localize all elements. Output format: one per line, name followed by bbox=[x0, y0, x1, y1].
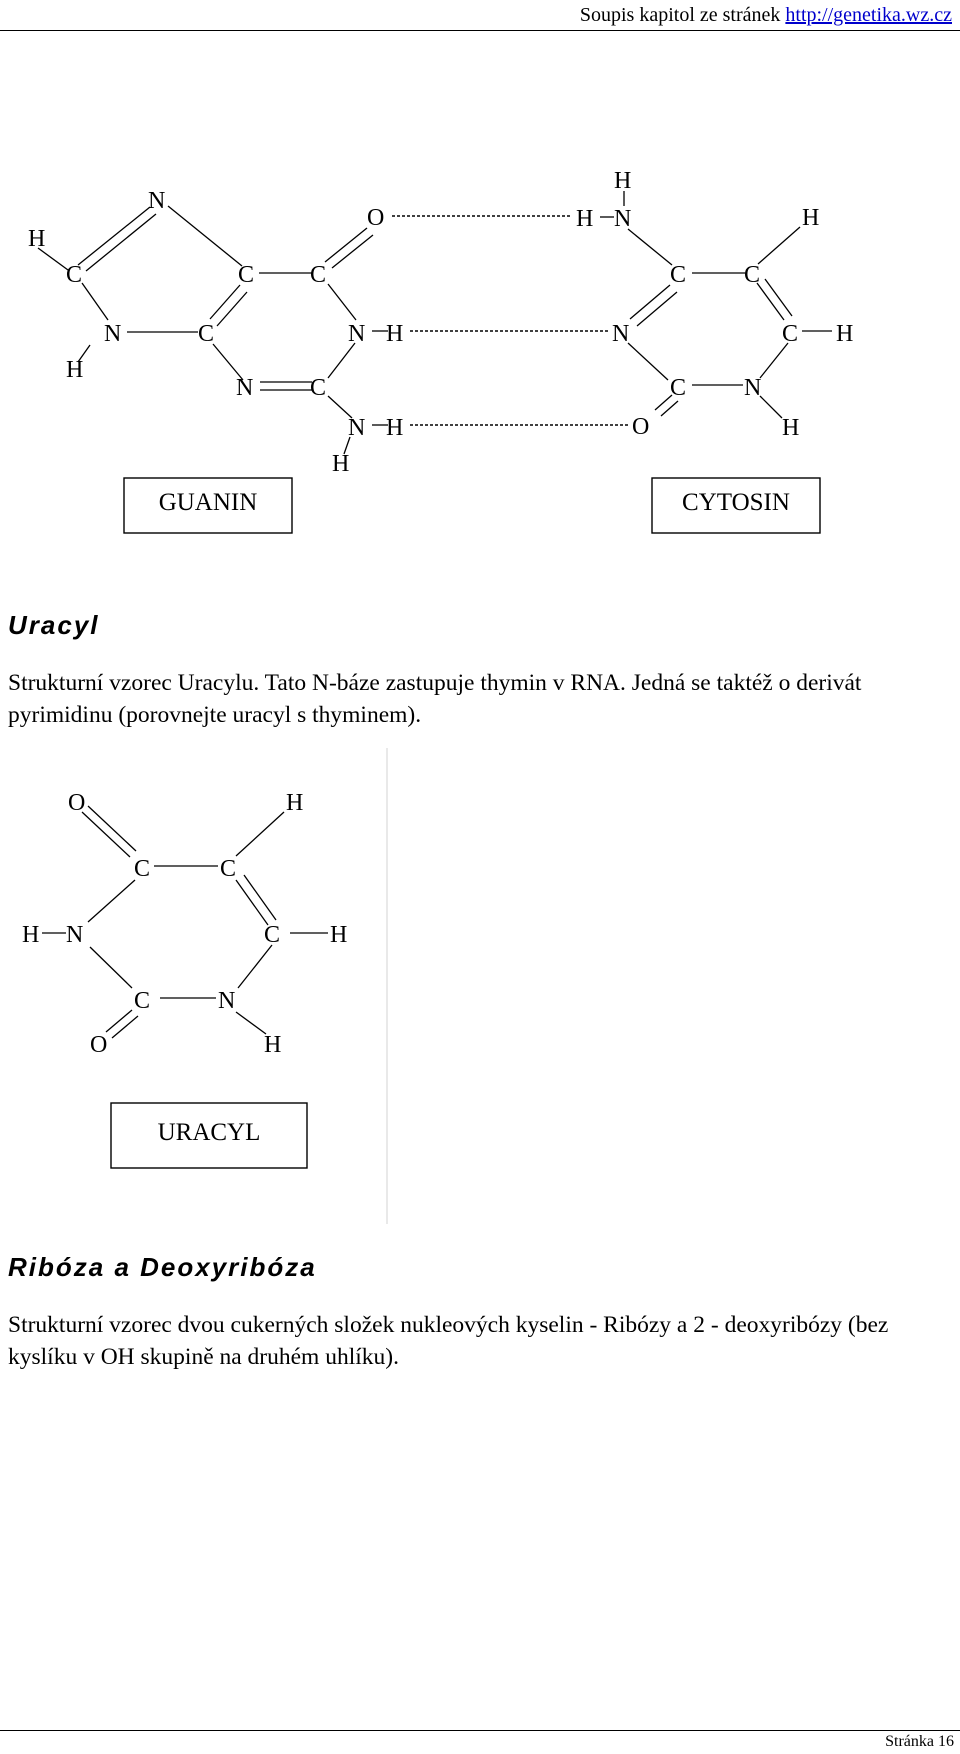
guanine-cytosine-diagram: H C N N H C C C O N H N C N H H H H N H … bbox=[28, 168, 853, 534]
guanin-label-box: GUANIN bbox=[123, 477, 293, 534]
atom-c: C bbox=[134, 856, 150, 882]
uracyl-atom-labels: O H C C H N C H C N O H bbox=[22, 790, 347, 1058]
atom-c: C bbox=[782, 321, 798, 347]
atom-h: H bbox=[782, 415, 799, 441]
atom-n: N bbox=[148, 188, 165, 214]
uracyl-label: URACYL bbox=[158, 1119, 261, 1146]
atom-c: C bbox=[220, 856, 236, 882]
atom-h: H bbox=[386, 321, 403, 347]
uracyl-diagram: O H C C H N C H C N O H URACYL bbox=[22, 748, 388, 1224]
atom-h: H bbox=[614, 168, 631, 194]
atom-h: H bbox=[386, 415, 403, 441]
gc-bonds bbox=[37, 191, 832, 455]
atom-n: N bbox=[66, 922, 83, 948]
page-number: Stránka 16 bbox=[885, 1733, 954, 1750]
atom-h: H bbox=[66, 357, 83, 383]
page-header: Soupis kapitol ze stránek http://genetik… bbox=[580, 4, 952, 27]
guanin-label: GUANIN bbox=[159, 489, 258, 516]
atom-n: N bbox=[218, 988, 235, 1014]
atom-o: O bbox=[68, 790, 85, 816]
atom-h: H bbox=[22, 922, 39, 948]
atom-c: C bbox=[264, 922, 280, 948]
ribose-heading: Ribóza a Deoxyribóza bbox=[8, 1252, 317, 1282]
atom-h: H bbox=[28, 226, 45, 252]
atom-o: O bbox=[632, 414, 649, 440]
ribose-paragraph: Strukturní vzorec dvou cukerných složek … bbox=[8, 1312, 889, 1370]
atom-n: N bbox=[612, 321, 629, 347]
atom-h: H bbox=[286, 790, 303, 816]
atom-n: N bbox=[614, 206, 631, 232]
atom-h: H bbox=[264, 1032, 281, 1058]
atom-c: C bbox=[310, 375, 326, 401]
atom-c: C bbox=[670, 375, 686, 401]
atom-h: H bbox=[576, 206, 593, 232]
atom-h: H bbox=[330, 922, 347, 948]
atom-c: C bbox=[744, 262, 760, 288]
uracyl-heading: Uracyl bbox=[8, 610, 100, 640]
atom-n: N bbox=[236, 375, 253, 401]
cytosin-label-box: CYTOSIN bbox=[651, 477, 821, 534]
uracyl-label-box: URACYL bbox=[110, 1102, 308, 1169]
uracyl-paragraph: Strukturní vzorec Uracylu. Tato N-báze z… bbox=[8, 670, 862, 728]
atom-n: N bbox=[348, 321, 365, 347]
hydrogen-bonds bbox=[392, 215, 628, 426]
atom-c: C bbox=[310, 262, 326, 288]
atom-c: C bbox=[66, 262, 82, 288]
uracyl-bonds bbox=[42, 805, 328, 1039]
atom-n: N bbox=[348, 415, 365, 441]
atom-h: H bbox=[332, 451, 349, 477]
header-link[interactable]: http://genetika.wz.cz bbox=[785, 4, 952, 26]
atom-h: H bbox=[802, 205, 819, 231]
atom-c: C bbox=[134, 988, 150, 1014]
atom-o: O bbox=[367, 205, 384, 231]
header-divider bbox=[0, 30, 960, 31]
atom-c: C bbox=[198, 321, 214, 347]
header-text: Soupis kapitol ze stránek bbox=[579, 4, 781, 26]
atom-o: O bbox=[90, 1032, 107, 1058]
atom-n: N bbox=[744, 375, 761, 401]
atom-n: N bbox=[104, 321, 121, 347]
atom-c: C bbox=[670, 262, 686, 288]
cytosin-label: CYTOSIN bbox=[682, 489, 790, 516]
atom-c: C bbox=[238, 262, 254, 288]
atom-h: H bbox=[836, 321, 853, 347]
footer-divider bbox=[0, 1730, 960, 1731]
gc-atom-labels: H C N N H C C C O N H N C N H H H H N H … bbox=[28, 168, 853, 477]
